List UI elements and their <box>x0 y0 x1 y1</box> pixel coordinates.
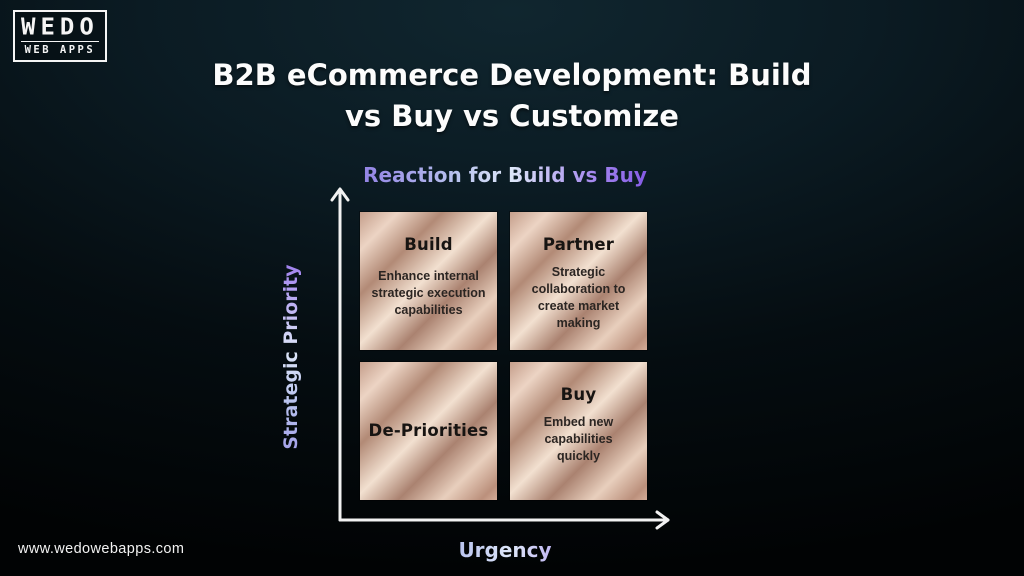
page-title-line-1: B2B eCommerce Development: Build <box>212 58 812 92</box>
quadrant-heading: Partner <box>542 235 615 254</box>
quadrant-build: Build Enhance internal strategic executi… <box>360 212 497 350</box>
y-axis-label: Strategic Priority <box>278 197 304 517</box>
up-arrow-icon <box>330 187 350 202</box>
wedo-webapps-logo: WEDO WEB APPS <box>13 10 107 62</box>
quadrant-heading: De-Priorities <box>368 421 489 440</box>
page-title-line-2: vs Buy vs Customize <box>345 99 679 133</box>
quadrant-description: Embed new capabilities quickly <box>543 415 614 463</box>
logo-wordmark: WEDO <box>21 13 99 41</box>
logo-subtext: WEB APPS <box>21 41 99 56</box>
website-url: www.wedowebapps.com <box>18 541 185 557</box>
quadrant-heading: Build <box>404 235 453 254</box>
matrix-subtitle: Reaction for Build vs Buy <box>340 162 670 188</box>
right-arrow-icon <box>655 510 670 530</box>
quadrant-description: Enhance internal strategic execution cap… <box>371 269 486 317</box>
quadrant-buy: Buy Embed new capabilities quickly <box>510 362 647 500</box>
quadrant-partner: Partner Strategic collaboration to creat… <box>510 212 647 350</box>
page-title: B2B eCommerce Development: Build vs Buy … <box>0 55 1024 137</box>
quadrant-de-priorities: De-Priorities <box>360 362 497 500</box>
axes <box>325 183 685 533</box>
axes-svg <box>330 187 670 530</box>
quadrant-heading: Buy <box>560 385 597 404</box>
x-axis-label: Urgency <box>340 538 670 562</box>
quadrant-description: Strategic collaboration to create market… <box>531 265 626 330</box>
